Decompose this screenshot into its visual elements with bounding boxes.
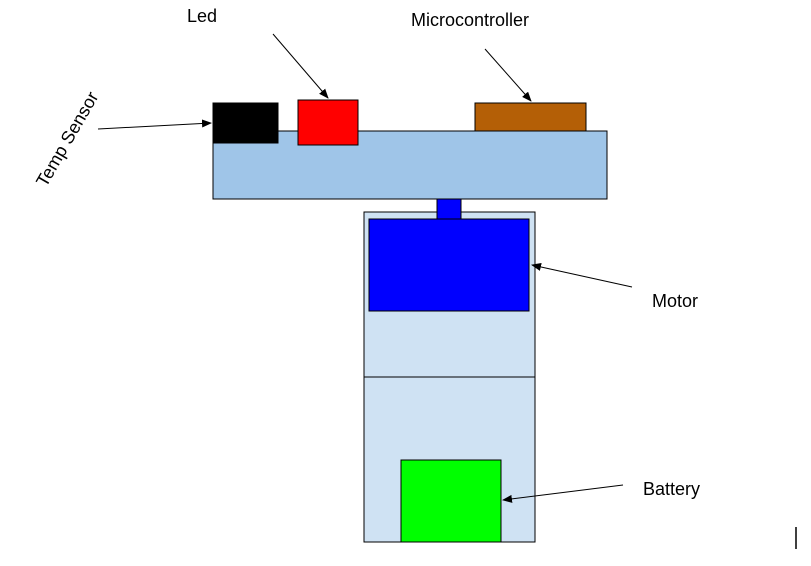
battery-arrow <box>502 484 624 503</box>
battery-block <box>400 459 502 543</box>
battery-label: Battery <box>643 479 700 499</box>
motor-arrow <box>531 263 633 288</box>
temp-sensor-label: Temp Sensor <box>32 88 102 190</box>
temp-sensor-arrow <box>97 119 212 130</box>
led-arrow <box>272 33 329 99</box>
led-block <box>297 99 359 146</box>
microcontroller-block <box>474 102 587 132</box>
temp-sensor-block <box>212 102 279 144</box>
led-label: Led <box>187 6 217 26</box>
microcontroller-label: Microcontroller <box>411 10 529 30</box>
motor-label: Motor <box>652 291 698 311</box>
motor-block <box>368 218 530 312</box>
board <box>212 130 608 200</box>
motor-shaft <box>436 198 462 220</box>
microcontroller-arrow <box>484 48 532 102</box>
